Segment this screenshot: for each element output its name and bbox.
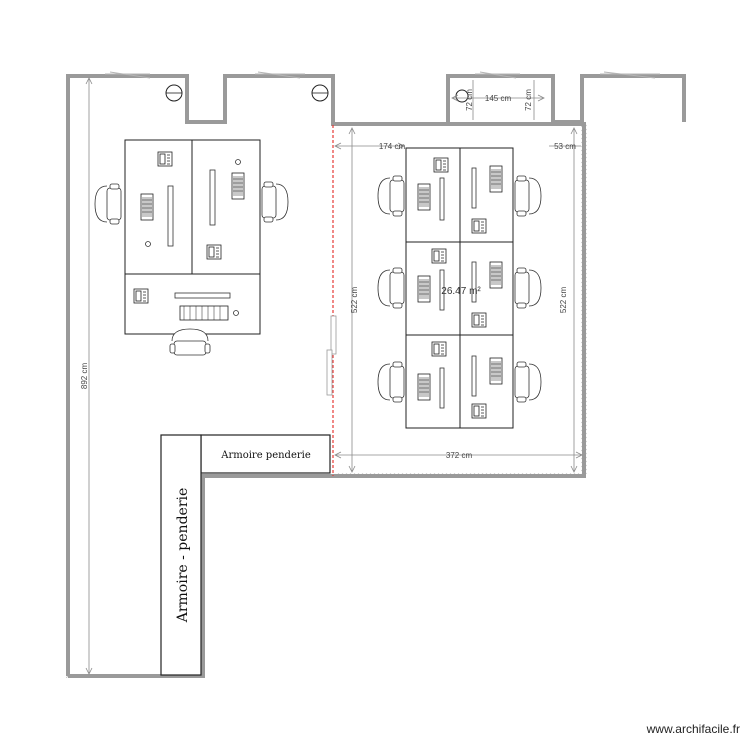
dim-right-room-width: 174 cm xyxy=(379,142,406,151)
dim-top-gap: 145 cm xyxy=(485,94,512,103)
right-desk-cluster xyxy=(377,147,542,429)
dim-bottom-width: 372 cm xyxy=(446,451,473,460)
door-mark xyxy=(330,315,337,355)
windows xyxy=(105,71,660,79)
radiators xyxy=(165,84,469,103)
left-desk-group xyxy=(94,139,289,356)
armoire-large-label: Armoire - penderie xyxy=(175,488,191,624)
armoire-small-label: Armoire penderie xyxy=(220,450,311,461)
dim-inner-height-right: 522 cm xyxy=(559,287,568,314)
dim-inner-height-left: 522 cm xyxy=(350,287,359,314)
dim-left-height: 892 cm xyxy=(80,363,89,390)
armoire-large xyxy=(160,434,202,676)
dimension-lines xyxy=(85,77,583,675)
dim-right-53: 53 cm xyxy=(554,142,576,151)
watermark-link[interactable]: www.archifacile.fr xyxy=(646,722,740,736)
walls xyxy=(66,74,686,678)
dim-top-right-72: 72 cm xyxy=(524,89,533,111)
area-label: 26.47 m² xyxy=(441,286,481,297)
dim-top-left-72: 72 cm xyxy=(465,89,474,111)
armoire-small xyxy=(200,434,331,474)
